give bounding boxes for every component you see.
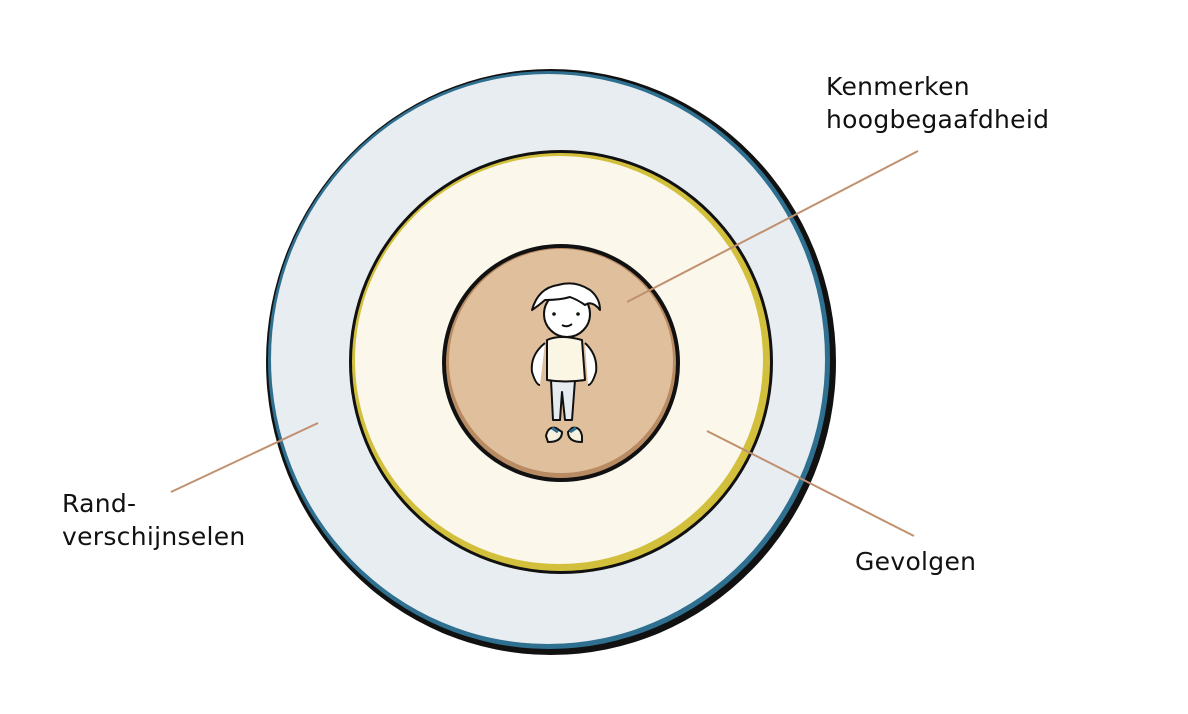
- label-line: verschijnselen: [62, 522, 246, 551]
- label-line: Kenmerken: [826, 72, 970, 101]
- label-line: hoogbegaafdheid: [826, 105, 1050, 134]
- leader-line-kenmerken: [626, 150, 919, 303]
- leader-line-randverschijnselen: [170, 422, 319, 493]
- leader-line-gevolgen: [706, 430, 915, 537]
- label-gevolgen: Gevolgen: [855, 547, 977, 576]
- label-line: Rand-: [62, 489, 137, 518]
- label-randverschijnselen: Rand- verschijnselen: [62, 487, 246, 553]
- label-kenmerken-hoogbegaafdheid: Kenmerken hoogbegaafdheid: [826, 70, 1049, 136]
- child-figure-icon: [530, 282, 601, 443]
